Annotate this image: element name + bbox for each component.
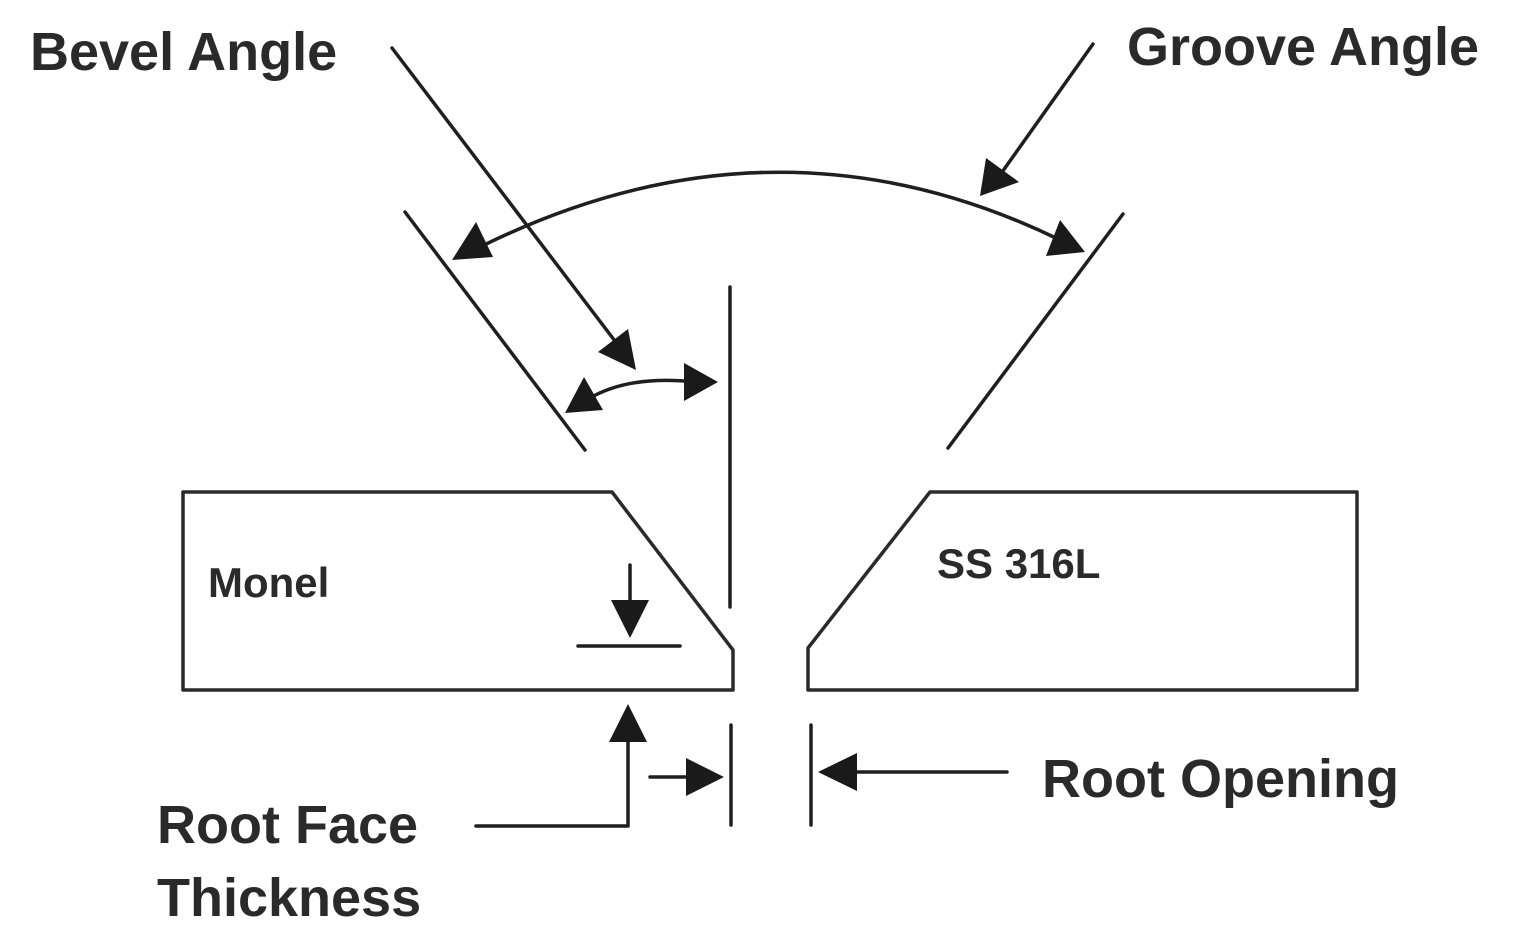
groove-arc-right-arrowhead bbox=[1046, 220, 1085, 256]
bevel-angle-leader bbox=[390, 46, 620, 347]
groove-angle-label: Groove Angle bbox=[1127, 17, 1479, 77]
groove-arc-left-arrowhead bbox=[452, 222, 493, 260]
ss316l-label: SS 316L bbox=[937, 540, 1100, 587]
bevel-leader-arrowhead bbox=[598, 329, 636, 370]
root-face-label-line1: Root Face bbox=[157, 795, 418, 855]
groove-angle-arc bbox=[476, 170, 1064, 250]
groove-angle-leader bbox=[998, 42, 1095, 177]
root-opening-right-arrowhead bbox=[818, 753, 857, 791]
root-face-top-arrowhead bbox=[611, 600, 649, 638]
bevel-arc-right-arrowhead bbox=[684, 363, 718, 401]
bevel-angle-arc bbox=[588, 378, 697, 400]
root-face-leader bbox=[474, 738, 630, 828]
bevel-arc-left-arrowhead bbox=[565, 377, 603, 413]
root-opening-label: Root Opening bbox=[1042, 749, 1399, 809]
root-face-bottom-arrowhead bbox=[609, 704, 647, 742]
bevel-angle-label: Bevel Angle bbox=[30, 22, 337, 82]
root-opening-left-arrowhead bbox=[686, 758, 724, 796]
groove-leader-arrowhead bbox=[980, 158, 1019, 196]
root-face-label-line2: Thickness bbox=[157, 868, 421, 928]
monel-label: Monel bbox=[208, 559, 329, 606]
right-plate-ss316l bbox=[806, 490, 1359, 692]
left-bevel-extension-line bbox=[403, 210, 587, 452]
right-bevel-extension-line bbox=[946, 212, 1125, 450]
left-plate-monel bbox=[181, 490, 735, 692]
